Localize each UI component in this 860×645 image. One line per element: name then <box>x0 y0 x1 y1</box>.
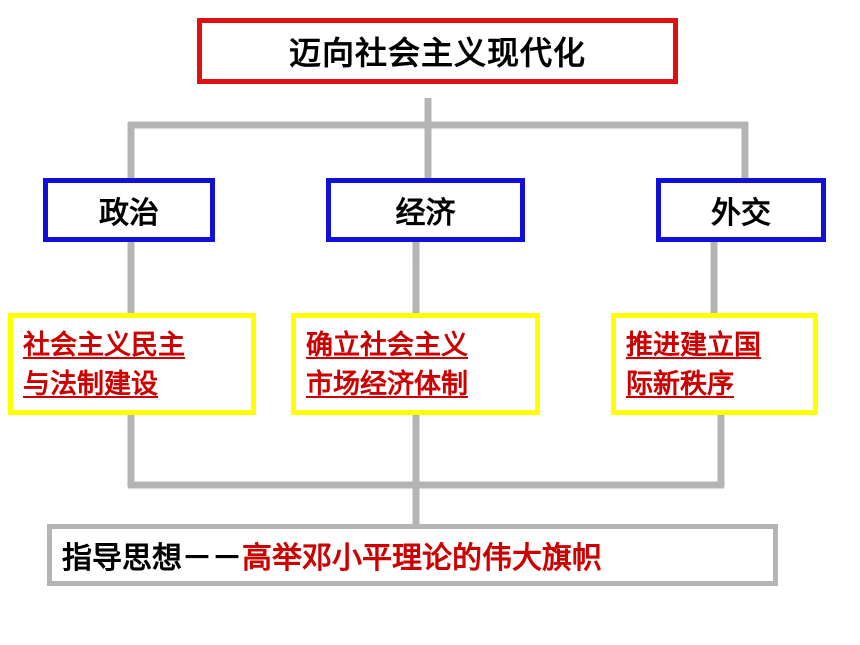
task-box-diplomacy: 推进建立国 际新秩序 <box>611 313 818 415</box>
area-label-politics: 政治 <box>99 196 159 231</box>
area-label-diplomacy: 外交 <box>711 196 771 231</box>
guiding-thought-text: 指导思想－－高举邓小平理论的伟大旗帜 <box>62 533 602 577</box>
guiding-thought-prefix: 指导思想－－ <box>62 541 242 576</box>
task-box-economy: 确立社会主义 市场经济体制 <box>291 313 540 415</box>
task-text-politics: 社会主义民主 与法制建设 <box>23 330 185 400</box>
area-label-economy: 经济 <box>395 196 456 231</box>
diagram-title: 迈向社会主义现代化 <box>288 34 586 72</box>
task-text-economy: 确立社会主义 市场经济体制 <box>306 330 468 400</box>
task-text-diplomacy: 推进建立国 际新秩序 <box>626 330 761 400</box>
area-box-economy: 经济 <box>326 178 525 242</box>
area-box-politics: 政治 <box>43 178 215 242</box>
guiding-thought-box: 指导思想－－高举邓小平理论的伟大旗帜 <box>47 524 778 586</box>
guiding-thought-emphasis: 高举邓小平理论的伟大旗帜 <box>242 541 602 576</box>
task-box-politics: 社会主义民主 与法制建设 <box>8 313 256 415</box>
title-box: 迈向社会主义现代化 <box>197 18 678 84</box>
area-box-diplomacy: 外交 <box>656 178 826 242</box>
